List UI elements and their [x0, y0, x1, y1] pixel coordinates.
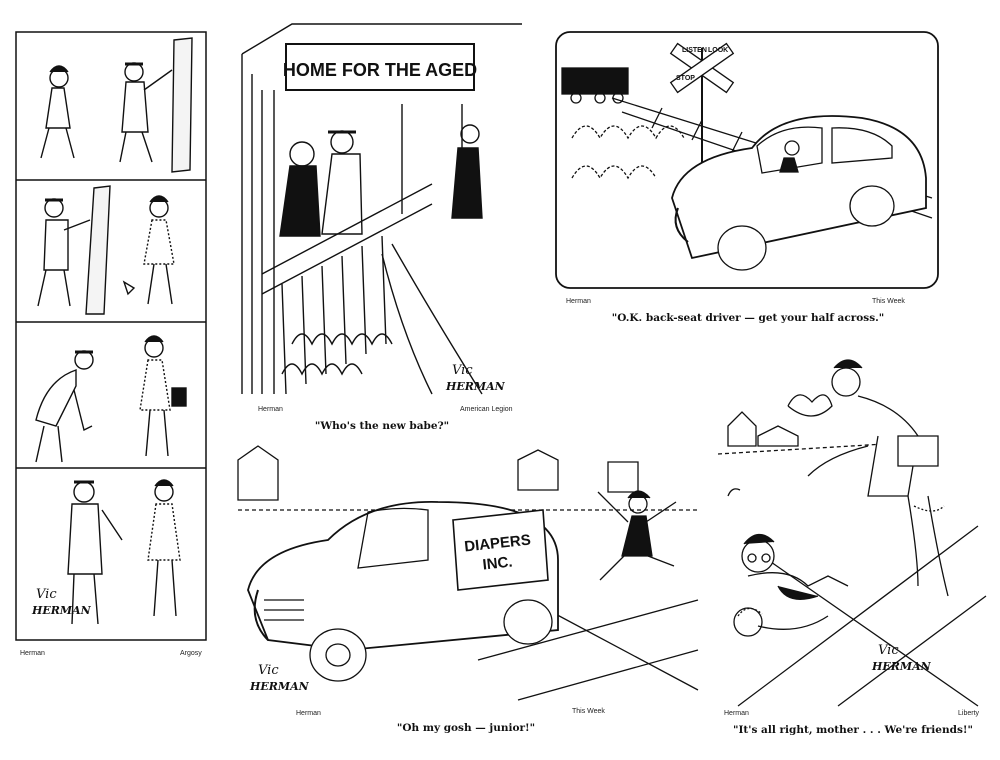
- kids-fighting-artwork: Vic HERMAN: [718, 359, 987, 707]
- home-aged-signature: Vic: [452, 363, 473, 378]
- sailor-strip-artwork: Vic HERMAN: [15, 31, 207, 641]
- kids-fighting-signature: Vic: [878, 643, 899, 658]
- crossing-look-text: LOOK: [708, 47, 728, 54]
- train-car-credit-right: This Week: [872, 298, 905, 305]
- strip-frame-3: [35, 335, 187, 463]
- home-aged-credit-right: American Legion: [460, 406, 513, 413]
- train-car-cartoon: STOP LISTEN LOOK Herman This Week "O.K. …: [552, 28, 944, 328]
- svg-text:HERMAN: HERMAN: [31, 604, 92, 617]
- sailor-strip-cartoon: Vic HERMAN Herman Argosy: [14, 30, 210, 670]
- van-text-line2: INC.: [482, 554, 514, 574]
- diapers-van-cartoon: DIAPERS INC. Vic HERMAN Herman This Week…: [228, 440, 704, 740]
- strip-frame-1: [40, 37, 193, 173]
- svg-text:HERMAN: HERMAN: [871, 660, 932, 673]
- diapers-van-credit-right: This Week: [572, 708, 605, 715]
- train-car-caption: "O.K. back-seat driver — get your half a…: [611, 312, 885, 324]
- strip-frame-4: Vic HERMAN: [31, 479, 181, 625]
- diapers-van-credit-left: Herman: [296, 710, 321, 717]
- home-for-aged-artwork: HOME FOR THE AGED Vic HERMAN: [241, 23, 522, 395]
- diapers-van-caption: "Oh my gosh — junior!": [396, 722, 536, 734]
- home-aged-credit-left: Herman: [258, 406, 283, 413]
- strip-frame-2: [37, 185, 175, 315]
- sailor-strip-credit-right: Argosy: [180, 650, 202, 657]
- sailor-strip-signature: Vic: [36, 587, 57, 602]
- van-text-line1: DIAPERS: [463, 532, 531, 556]
- kids-fighting-credit-right: Liberty: [958, 710, 980, 717]
- svg-text:HERMAN: HERMAN: [249, 680, 310, 693]
- sailor-strip-credit-left: Herman: [20, 650, 45, 657]
- diapers-van-signature: Vic: [258, 663, 279, 678]
- train-car-credit-left: Herman: [566, 298, 591, 305]
- kids-fighting-credit-left: Herman: [724, 710, 749, 717]
- diapers-van-artwork: DIAPERS INC. Vic HERMAN: [237, 445, 699, 701]
- home-for-aged-cartoon: HOME FOR THE AGED Vic HERMAN Herman Amer…: [232, 14, 532, 434]
- home-sign-text: HOME FOR THE AGED: [283, 60, 477, 80]
- home-aged-caption: "Who's the new babe?": [314, 420, 450, 432]
- train-car-artwork: STOP LISTEN LOOK: [555, 31, 939, 289]
- crossing-stop-text: STOP: [676, 75, 695, 82]
- kids-fighting-cartoon: Vic HERMAN Herman Liberty "It's all righ…: [718, 346, 988, 746]
- crossing-listen-text: LISTEN: [682, 47, 707, 54]
- kids-fighting-caption: "It's all right, mother . . . We're frie…: [733, 724, 973, 736]
- svg-text:HERMAN: HERMAN: [445, 380, 506, 393]
